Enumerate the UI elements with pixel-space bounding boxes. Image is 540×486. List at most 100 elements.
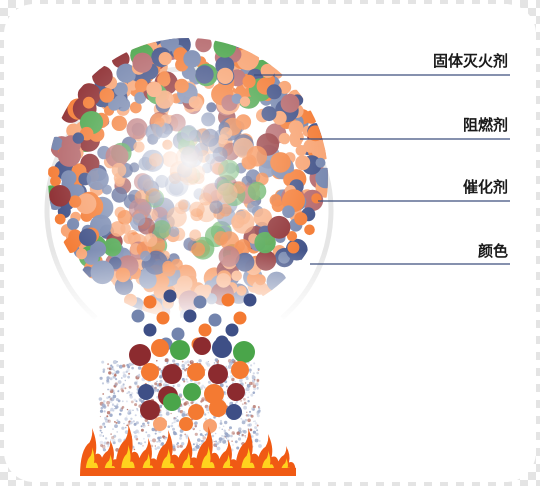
mist-speck [207,411,210,414]
mist-speck [200,440,203,442]
mist-speck [241,420,246,425]
mist-speck [106,415,109,418]
mist-speck [241,434,244,436]
mist-speck [126,368,130,372]
mist-speck [244,382,247,384]
mist-speck [104,418,109,423]
mist-speck [157,384,160,387]
mist-speck [162,435,166,439]
mist-speck [103,410,106,413]
mist-speck [108,371,112,375]
mist-speck [109,410,112,412]
mist-speck [134,381,137,385]
mist-speck [101,360,105,364]
sphere-bottom-fade [40,250,340,320]
mist-speck [172,448,176,452]
mist-speck [130,417,133,420]
mist-speck [132,409,134,411]
mist-speck [102,368,106,372]
falling-particle [225,323,239,337]
mist-speck [101,444,106,449]
burning-particle [162,364,182,384]
mist-speck [103,441,107,445]
mist-speck [245,377,249,381]
mist-speck [181,363,185,368]
mist-speck [106,400,110,405]
mist-speck [99,440,104,445]
mist-speck [135,421,139,425]
flame-base [82,468,296,476]
mist-speck [231,377,235,382]
mist-speck [224,420,228,425]
mist-speck [238,434,241,436]
mist-speck [255,432,259,436]
mist-speck [112,428,114,430]
burning-particles [129,337,255,433]
mist-speck [172,384,175,388]
mist-speck [223,435,226,438]
label-fire-suppressant: 固体灭火剂 [432,52,508,70]
mist-speck [252,372,255,375]
mist-speck [116,419,119,422]
mist-speck [178,393,183,398]
mist-speck [121,407,124,410]
mist-speck [247,414,250,417]
mist-speck [126,424,129,427]
mist-speck [181,442,185,446]
mist-speck [116,431,118,433]
mist-speck [225,432,229,436]
mist-speck [110,364,113,367]
mist-speck [150,439,153,442]
mist-speck [184,368,187,372]
mist-speck [106,380,110,384]
mist-speck [143,437,145,440]
mist-speck [108,420,110,422]
mist-speck [112,394,117,399]
mist-speck [221,437,225,441]
mist-speck [100,444,104,447]
mist-speck [221,435,223,437]
burning-particle [140,400,160,420]
mist-speck [176,433,178,435]
mist-speck [156,380,158,383]
mist-speck [250,414,254,418]
mist-speck [137,366,142,370]
mist-speck [176,419,180,422]
mist-speck [182,398,185,401]
mist-speck [134,414,137,417]
mist-speck [203,386,206,389]
mist-speck [257,386,259,389]
mist-speck [113,434,117,438]
mist-speck [179,437,182,440]
mist-speck [181,367,183,370]
mist-speck [256,424,259,427]
mist-speck [249,410,251,413]
mist-speck [112,441,116,445]
mist-speck [243,405,248,410]
mist-speck [107,363,110,366]
mist-speck [254,426,258,430]
mist-speck [253,387,256,391]
mist-speck [106,379,110,382]
mist-speck [229,375,234,379]
burning-particle [204,384,224,404]
mist-speck [183,366,186,369]
mist-speck [187,363,190,366]
burning-particle [209,399,227,417]
mist-speck [158,382,162,387]
mist-speck [124,417,128,421]
mist-speck [116,364,120,367]
mist-speck [133,398,137,402]
mist-speck [122,364,126,368]
mist-speck [185,378,188,381]
mist-speck [120,385,125,389]
mist-speck [111,366,114,368]
mist-speck [133,448,136,451]
mist-speck [211,434,215,438]
mist-speck [106,376,110,380]
mist-speck [127,422,131,426]
mist-speck [136,374,140,378]
mist-speck [111,438,116,443]
mist-speck [251,374,255,378]
